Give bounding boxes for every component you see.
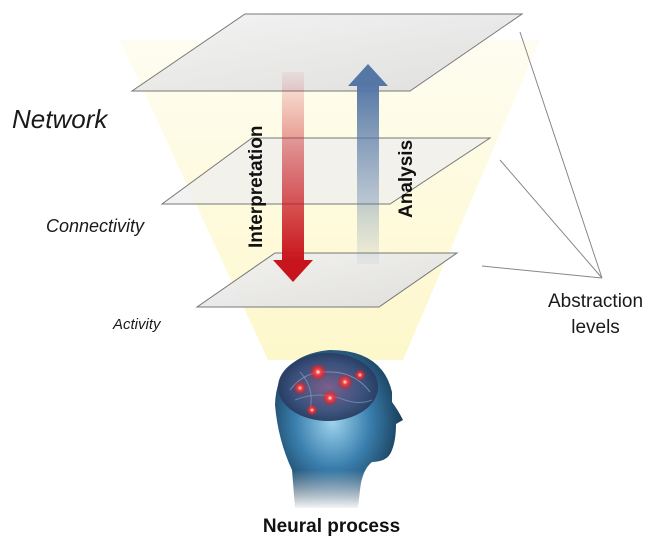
plane-activity — [195, 252, 459, 308]
abstraction-label-line-2: levels — [571, 317, 620, 338]
abstraction-connector-lines — [481, 31, 603, 279]
analysis-label: Analysis — [396, 140, 417, 218]
abstraction-label-line-1: Abstraction — [548, 291, 644, 312]
interpretation-label: Interpretation — [246, 126, 267, 248]
neural-process-caption: Neural process — [262, 516, 401, 537]
brain-head-image — [270, 350, 403, 510]
abstraction-levels-label: Abstraction levels — [548, 289, 643, 341]
interpretation-arrow — [273, 72, 313, 282]
plane-network — [130, 13, 524, 92]
level-label-activity: Activity — [113, 316, 161, 333]
plane-connectivity — [160, 137, 492, 205]
level-label-connectivity: Connectivity — [46, 216, 145, 236]
analysis-arrow — [348, 64, 388, 264]
level-label-network: Network — [12, 104, 108, 134]
